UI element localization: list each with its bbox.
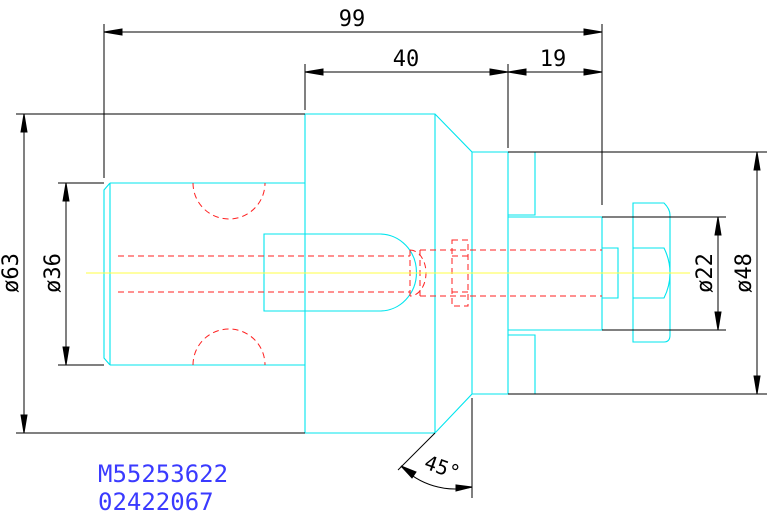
arrow-40-left bbox=[304, 68, 324, 76]
dim-text-40: 40 bbox=[393, 47, 420, 72]
part-number-line-2: 02422067 bbox=[98, 488, 214, 516]
arrow-99-left bbox=[103, 28, 123, 36]
arrow-40-right bbox=[489, 68, 509, 76]
dim-text-22: ø22 bbox=[693, 253, 718, 293]
arrow-22-bottom bbox=[714, 311, 722, 331]
arrow-63-top bbox=[20, 113, 28, 133]
part-number-line-1: M55253622 bbox=[98, 460, 228, 488]
shank-outline bbox=[103, 182, 305, 366]
arrow-48-bottom bbox=[753, 375, 761, 395]
dim-text-19: 19 bbox=[540, 47, 567, 72]
arrow-99-right bbox=[583, 28, 603, 36]
hidden-lines bbox=[118, 182, 602, 366]
dim-text-48: ø48 bbox=[732, 253, 757, 293]
dim-text-45: 45° bbox=[421, 450, 463, 485]
dim-text-36: ø36 bbox=[41, 253, 66, 293]
upper-half-circle bbox=[192, 182, 266, 220]
arrow-36-bottom bbox=[62, 346, 70, 366]
arrow-48-top bbox=[753, 151, 761, 171]
lower-half-circle bbox=[192, 328, 266, 366]
arrow-36-top bbox=[62, 182, 70, 202]
arrow-19-left bbox=[507, 68, 527, 76]
insert-outline bbox=[263, 233, 418, 312]
arrow-63-bottom bbox=[20, 414, 28, 434]
arrow-45-right bbox=[455, 484, 473, 492]
dimension-layer: 99 40 19 ø63 ø36 ø22 ø48 45° bbox=[0, 7, 767, 498]
arrow-19-right bbox=[583, 68, 603, 76]
arrow-22-top bbox=[714, 216, 722, 236]
dim-text-99: 99 bbox=[339, 7, 366, 32]
ext-line-45-chamfer bbox=[397, 432, 436, 471]
arrow-45-left bbox=[400, 465, 417, 479]
cross-pin bbox=[451, 239, 469, 307]
dim-text-63: ø63 bbox=[0, 253, 24, 293]
